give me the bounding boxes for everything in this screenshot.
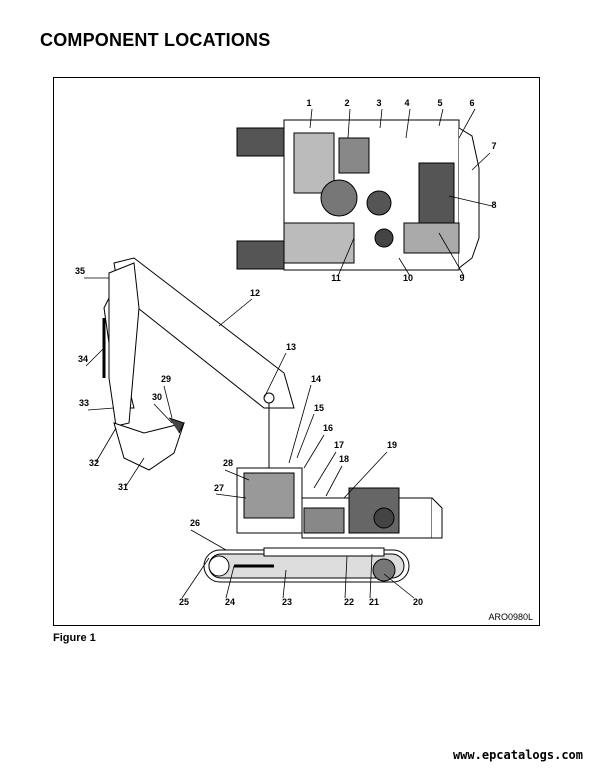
callout-label-5: 5 bbox=[437, 98, 442, 108]
callout-leader-17 bbox=[313, 451, 337, 489]
callout-label-3: 3 bbox=[376, 98, 381, 108]
undercarriage-drawing bbox=[203, 547, 410, 583]
callout-leader-6 bbox=[458, 108, 476, 139]
callout-label-26: 26 bbox=[190, 518, 200, 528]
callout-label-33: 33 bbox=[79, 398, 89, 408]
callout-leader-25 bbox=[181, 557, 210, 599]
callout-leader-10 bbox=[398, 257, 411, 277]
callout-label-34: 34 bbox=[78, 354, 88, 364]
callout-leader-16 bbox=[303, 434, 325, 469]
callout-label-27: 27 bbox=[214, 483, 224, 493]
callout-label-10: 10 bbox=[403, 273, 413, 283]
callout-leader-21 bbox=[369, 553, 373, 599]
callout-leader-14 bbox=[288, 384, 312, 464]
callout-leader-19 bbox=[343, 451, 388, 499]
callout-leader-30 bbox=[153, 403, 173, 424]
callout-label-22: 22 bbox=[344, 597, 354, 607]
callout-leader-27 bbox=[215, 493, 247, 499]
callout-label-1: 1 bbox=[306, 98, 311, 108]
callout-leader-33 bbox=[87, 407, 115, 411]
callout-label-32: 32 bbox=[89, 458, 99, 468]
callout-label-6: 6 bbox=[469, 98, 474, 108]
callout-label-18: 18 bbox=[339, 454, 349, 464]
callout-leader-12 bbox=[218, 298, 253, 327]
callout-label-24: 24 bbox=[225, 597, 235, 607]
callout-label-30: 30 bbox=[152, 392, 162, 402]
callout-leader-2 bbox=[347, 108, 351, 139]
callout-label-28: 28 bbox=[223, 458, 233, 468]
callout-leader-29 bbox=[163, 385, 173, 419]
callout-label-9: 9 bbox=[459, 273, 464, 283]
figure-code: ARO0980L bbox=[488, 612, 533, 622]
figure-caption: Figure 1 bbox=[53, 632, 96, 644]
callout-label-31: 31 bbox=[118, 482, 128, 492]
callout-label-4: 4 bbox=[404, 98, 409, 108]
top-view-drawing bbox=[236, 119, 480, 271]
callout-label-17: 17 bbox=[334, 440, 344, 450]
callout-label-11: 11 bbox=[331, 273, 341, 283]
callout-label-35: 35 bbox=[75, 266, 85, 276]
callout-leader-4 bbox=[405, 108, 411, 139]
page-title: COMPONENT LOCATIONS bbox=[40, 30, 271, 50]
callout-leader-28 bbox=[224, 469, 250, 481]
callout-label-29: 29 bbox=[161, 374, 171, 384]
callout-leader-7 bbox=[471, 152, 491, 171]
callout-label-12: 12 bbox=[250, 288, 260, 298]
callout-leader-18 bbox=[325, 465, 343, 497]
callout-label-16: 16 bbox=[323, 423, 333, 433]
callout-label-14: 14 bbox=[311, 374, 321, 384]
callout-label-13: 13 bbox=[286, 342, 296, 352]
callout-leader-9 bbox=[438, 232, 465, 277]
callout-leader-31 bbox=[125, 457, 145, 487]
bucket-drawing bbox=[113, 417, 185, 471]
callout-leader-26 bbox=[190, 529, 227, 551]
upper-structure-drawing bbox=[236, 467, 443, 539]
arm-drawing bbox=[102, 262, 140, 427]
callout-leader-3 bbox=[379, 108, 383, 129]
callout-label-21: 21 bbox=[369, 597, 379, 607]
callout-leader-5 bbox=[438, 108, 444, 127]
callout-label-7: 7 bbox=[491, 141, 496, 151]
callout-leader-8 bbox=[448, 195, 493, 207]
callout-leader-22 bbox=[344, 555, 348, 599]
callout-label-25: 25 bbox=[179, 597, 189, 607]
callout-label-15: 15 bbox=[314, 403, 324, 413]
callout-leader-24 bbox=[225, 565, 235, 599]
callout-leader-1 bbox=[309, 108, 313, 129]
callout-leader-32 bbox=[95, 427, 117, 463]
callout-label-2: 2 bbox=[344, 98, 349, 108]
callout-leader-20 bbox=[383, 573, 415, 599]
callout-label-19: 19 bbox=[387, 440, 397, 450]
callout-label-20: 20 bbox=[413, 597, 423, 607]
callout-label-8: 8 bbox=[491, 200, 496, 210]
callout-leader-11 bbox=[337, 237, 355, 277]
callout-leader-34 bbox=[85, 347, 105, 367]
watermark: www.epcatalogs.com bbox=[452, 748, 583, 762]
callout-leader-23 bbox=[282, 569, 287, 599]
callout-leader-13 bbox=[263, 352, 287, 399]
callout-label-23: 23 bbox=[282, 597, 292, 607]
callout-leader-15 bbox=[296, 413, 315, 459]
